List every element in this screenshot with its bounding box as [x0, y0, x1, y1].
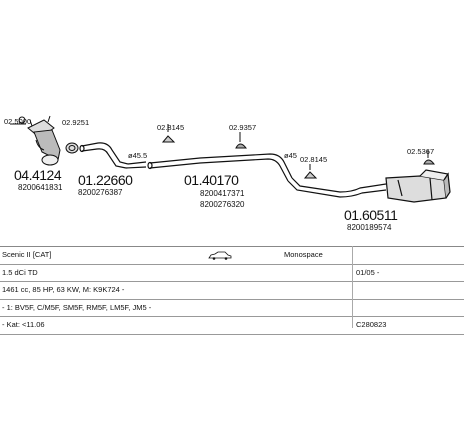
brand-name: Monospace [284, 250, 323, 259]
oem-number-p4: 8200189574 [347, 223, 392, 232]
center-pipe-drawing [147, 153, 293, 182]
accessory-label-a5: 02.8145 [300, 155, 327, 164]
info-row-specs: 1461 cc, 85 HP, 63 KW, M: K9K724 - [0, 282, 464, 300]
info-row-catalyst: - Kat: <11.06 C280823 [0, 317, 464, 335]
oem-number-p3-1: 8200417371 [200, 189, 245, 198]
rear-silencer-drawing [287, 169, 451, 203]
catalytic-converter-drawing [27, 115, 61, 166]
engine-type: 1.5 dCi TD [2, 267, 38, 277]
vehicle-info-table: Scenic II [CAT] Monospace 1.5 dCi TD 01/… [0, 246, 464, 335]
clamp-drawing [10, 116, 26, 125]
oem-number-p2: 8200276387 [78, 188, 123, 197]
accessory-label-a2: 02.9251 [62, 118, 89, 127]
diameter-label-d1: ø45.5 [128, 151, 147, 160]
part-number-p3: 01.40170 [184, 172, 239, 188]
info-row-chassis: - 1: BV5F, C/M5F, SM5F, RM5F, LM5F, JM5 … [0, 300, 464, 317]
accessory-label-a6: 02.5367 [407, 147, 434, 156]
car-icon [208, 251, 232, 260]
chassis-codes: - 1: BV5F, C/M5F, SM5F, RM5F, LM5F, JM5 … [2, 302, 152, 312]
accessory-label-a1: 02.5000 [4, 117, 31, 126]
diameter-label-d2: ø45 [284, 151, 297, 160]
connector-pipe-drawing [125, 161, 147, 169]
rubber-hanger-drawings [161, 124, 436, 179]
part-number-p4: 01.60511 [344, 207, 398, 223]
gasket-drawing [65, 142, 79, 154]
oem-number-p3-2: 8200276320 [200, 200, 245, 209]
exhaust-system-diagram: 02.5000 02.9251 02.8145 02.9357 02.8145 … [4, 115, 451, 232]
oem-number-p1: 8200641831 [18, 183, 63, 192]
diagram-code: C280823 [356, 320, 387, 329]
info-row-model: Scenic II [CAT] Monospace [0, 247, 464, 265]
catalyst-info: - Kat: <11.06 [2, 320, 45, 329]
column-divider [352, 246, 353, 328]
info-row-engine: 1.5 dCi TD 01/05 - [0, 265, 464, 282]
part-number-p2: 01.22660 [78, 172, 133, 188]
date-range: 01/05 - [356, 267, 380, 277]
model-name: Scenic II [CAT] [2, 250, 52, 259]
front-pipe-drawing [79, 142, 129, 169]
part-number-p1: 04.4124 [14, 167, 62, 183]
accessory-label-a4: 02.9357 [229, 123, 256, 132]
accessory-label-a3: 02.8145 [157, 123, 184, 132]
engine-specs: 1461 cc, 85 HP, 63 KW, M: K9K724 - [2, 285, 125, 294]
